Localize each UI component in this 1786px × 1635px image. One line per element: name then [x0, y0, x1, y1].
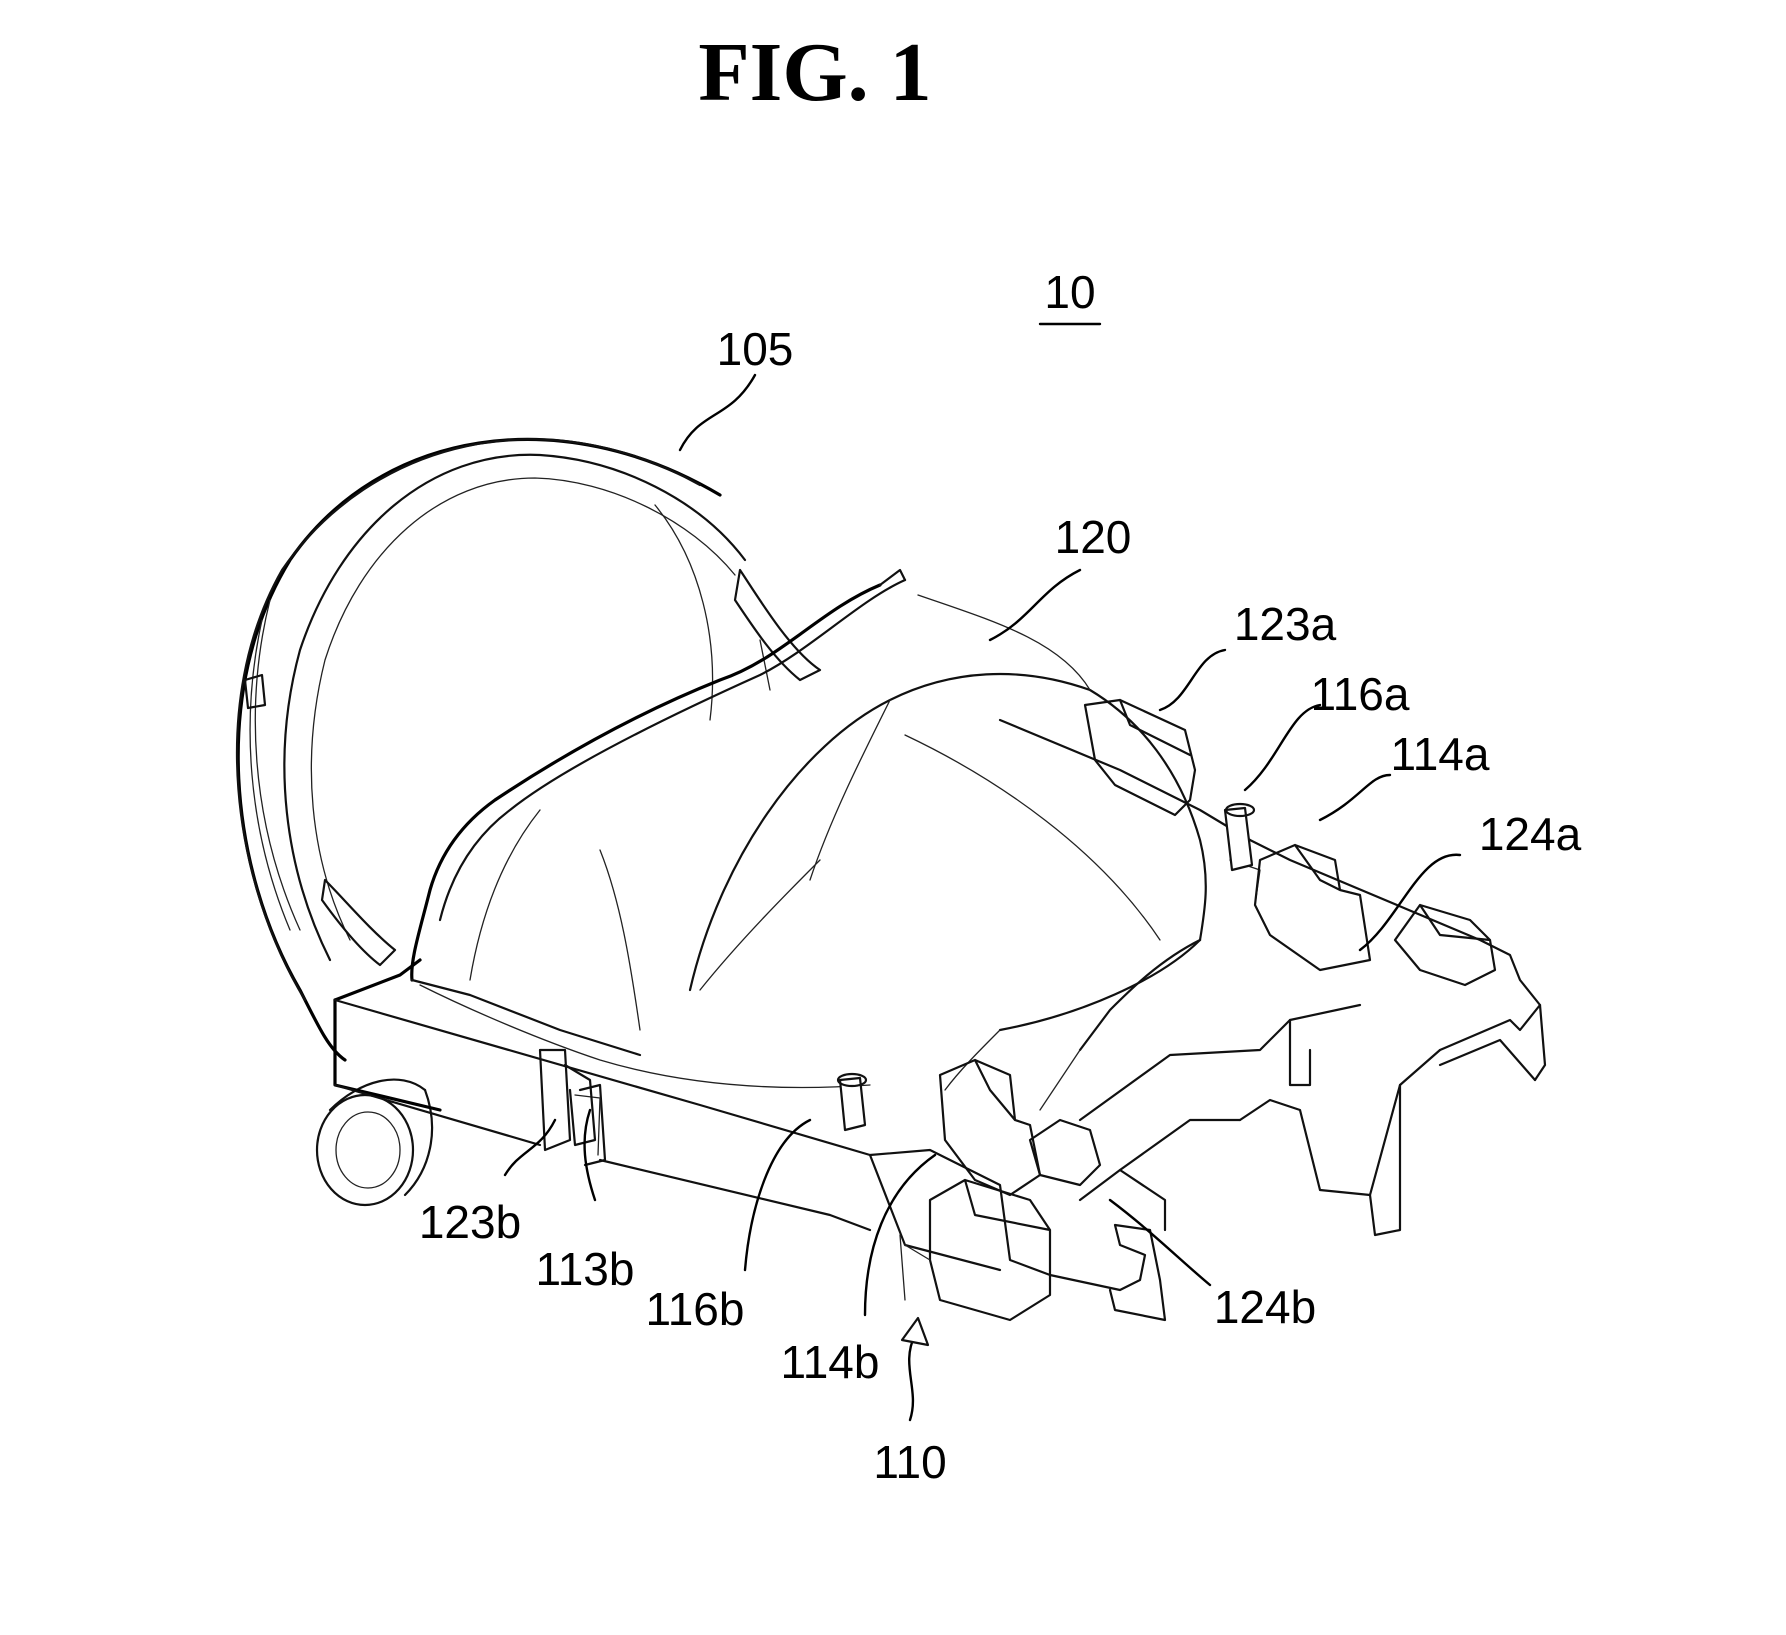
leader-116a	[1245, 705, 1320, 790]
leader-116b	[745, 1120, 810, 1270]
latch-124a	[1395, 905, 1495, 985]
hook-123a	[1085, 700, 1195, 815]
dome-120	[412, 570, 1206, 1110]
leader-110	[909, 1335, 915, 1420]
leader-120	[990, 570, 1080, 640]
assembly-ref-label: 10	[1044, 266, 1095, 318]
leader-123a	[1160, 650, 1225, 710]
label-110: 110	[873, 1436, 946, 1488]
leader-lines	[505, 375, 1460, 1420]
latch-124b	[1030, 1120, 1100, 1185]
reference-labels: 105 120 123a 116a 114a 124a 123b 113b 11…	[419, 323, 1582, 1488]
block-114a	[1255, 845, 1370, 970]
pin-116a	[1225, 804, 1254, 870]
label-124a: 124a	[1479, 808, 1582, 860]
base-foot-block	[930, 1180, 1050, 1320]
device-drawing	[237, 439, 1545, 1320]
label-124b: 124b	[1214, 1281, 1316, 1333]
label-123a: 123a	[1234, 598, 1337, 650]
reflector-ring-105	[237, 439, 820, 1205]
arrowhead-110	[902, 1318, 928, 1345]
label-114b: 114b	[781, 1336, 880, 1388]
block-114b	[940, 1060, 1040, 1195]
label-123b: 123b	[419, 1196, 521, 1248]
label-120: 120	[1055, 511, 1132, 563]
label-116b: 116b	[646, 1283, 745, 1335]
figure-title: FIG. 1	[698, 26, 931, 119]
label-113b: 113b	[536, 1243, 635, 1295]
label-105: 105	[717, 323, 794, 375]
pin-116b	[838, 1074, 866, 1130]
leader-123b	[505, 1120, 555, 1175]
label-114a: 114a	[1391, 728, 1490, 780]
leader-114a	[1320, 775, 1390, 820]
label-116a: 116a	[1311, 668, 1410, 720]
leader-124b	[1110, 1200, 1210, 1285]
leader-105	[680, 375, 755, 450]
